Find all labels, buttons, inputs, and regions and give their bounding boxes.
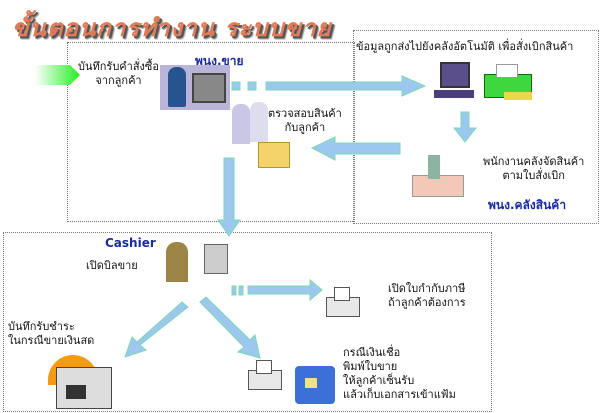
- line: จากลูกค้า: [95, 74, 142, 87]
- cash-payment-text: บันทึกรับชำระ ในกรณีขายเงินสด: [8, 320, 94, 348]
- credit-sale-text: กรณีเงินเชื่อ พิมพ์ใบขาย ให้ลูกค้าเซ็นรั…: [343, 346, 456, 402]
- arrow-back-to-sales: [310, 136, 401, 161]
- dash-4: [238, 285, 244, 296]
- line: บันทึกรับชำระ: [8, 320, 75, 333]
- line: ถ้าลูกค้าต้องการ: [388, 296, 466, 309]
- sales-section: [67, 42, 355, 222]
- line: แล้วเก็บเอกสารเข้าแฟ้ม: [343, 388, 456, 401]
- folder-icon: [295, 362, 337, 406]
- dash-2: [247, 81, 257, 91]
- arrow-down-warehouse: [452, 111, 478, 143]
- dash-1: [231, 81, 241, 91]
- arrow-to-credit: [199, 296, 261, 359]
- cashier-icon: [160, 238, 232, 290]
- tax-invoice-text: เปิดใบกำกับภาษี ถ้าลูกค้าต้องการ: [388, 282, 466, 310]
- sales-role: พนง.ขาย: [195, 54, 244, 68]
- line: พนักงานคลังจัดสินค้า: [483, 155, 585, 168]
- cashier-step1-text: เปิดบิลขาย: [86, 259, 138, 272]
- computer-icon: [430, 62, 480, 102]
- salesperson-computer-icon: [160, 65, 230, 110]
- line: เปิดใบกำกับภาษี: [388, 282, 466, 295]
- line: กรณีเงินเชื่อ: [343, 346, 401, 359]
- cashier-section: [3, 232, 492, 412]
- line: พิมพ์ใบขาย: [343, 360, 398, 373]
- arrow-down-cashier: [217, 157, 241, 237]
- arrow-to-warehouse: [265, 75, 427, 97]
- line: ตรวจสอบสินค้า: [268, 107, 342, 120]
- diagram-title: ขั้นตอนการทำงาน ระบบขาย: [12, 14, 332, 42]
- line: ตามใบสั่งเบิก: [502, 169, 565, 182]
- sales-step2-text: ตรวจสอบสินค้า กับลูกค้า: [268, 107, 342, 135]
- warehouse-role: พนง.คลังสินค้า: [488, 198, 567, 212]
- cashier-role: Cashier: [105, 236, 156, 250]
- warehouse-section: [353, 30, 599, 224]
- printer-icon: [484, 62, 534, 102]
- cash-register-icon: [48, 355, 113, 410]
- warehouse-step2-text: พนักงานคลังจัดสินค้า ตามใบสั่งเบิก: [483, 155, 584, 183]
- entry-arrow: [35, 65, 80, 85]
- warehouse-step1-text: ข้อมูลถูกส่งไปยังคลังอัตโนมัติ เพื่อสั่ง…: [356, 40, 574, 53]
- line: กับลูกค้า: [284, 121, 326, 134]
- sales-step1-text: บันทึกรับคำสั่งซื้อ จากลูกค้า: [78, 60, 159, 88]
- warehouse-worker-icon: [412, 145, 464, 197]
- line: ให้ลูกค้าเซ็นรับ: [343, 374, 415, 387]
- arrow-to-tax: [247, 278, 323, 302]
- dash-3: [231, 285, 237, 296]
- line: บันทึกรับคำสั่งซื้อ: [78, 60, 159, 73]
- staff-with-boxes-icon: [230, 100, 290, 168]
- arrow-to-cash: [124, 301, 189, 358]
- tax-printer-icon: [318, 285, 363, 323]
- line: ในกรณีขายเงินสด: [8, 334, 95, 347]
- credit-printer-icon: [240, 358, 285, 398]
